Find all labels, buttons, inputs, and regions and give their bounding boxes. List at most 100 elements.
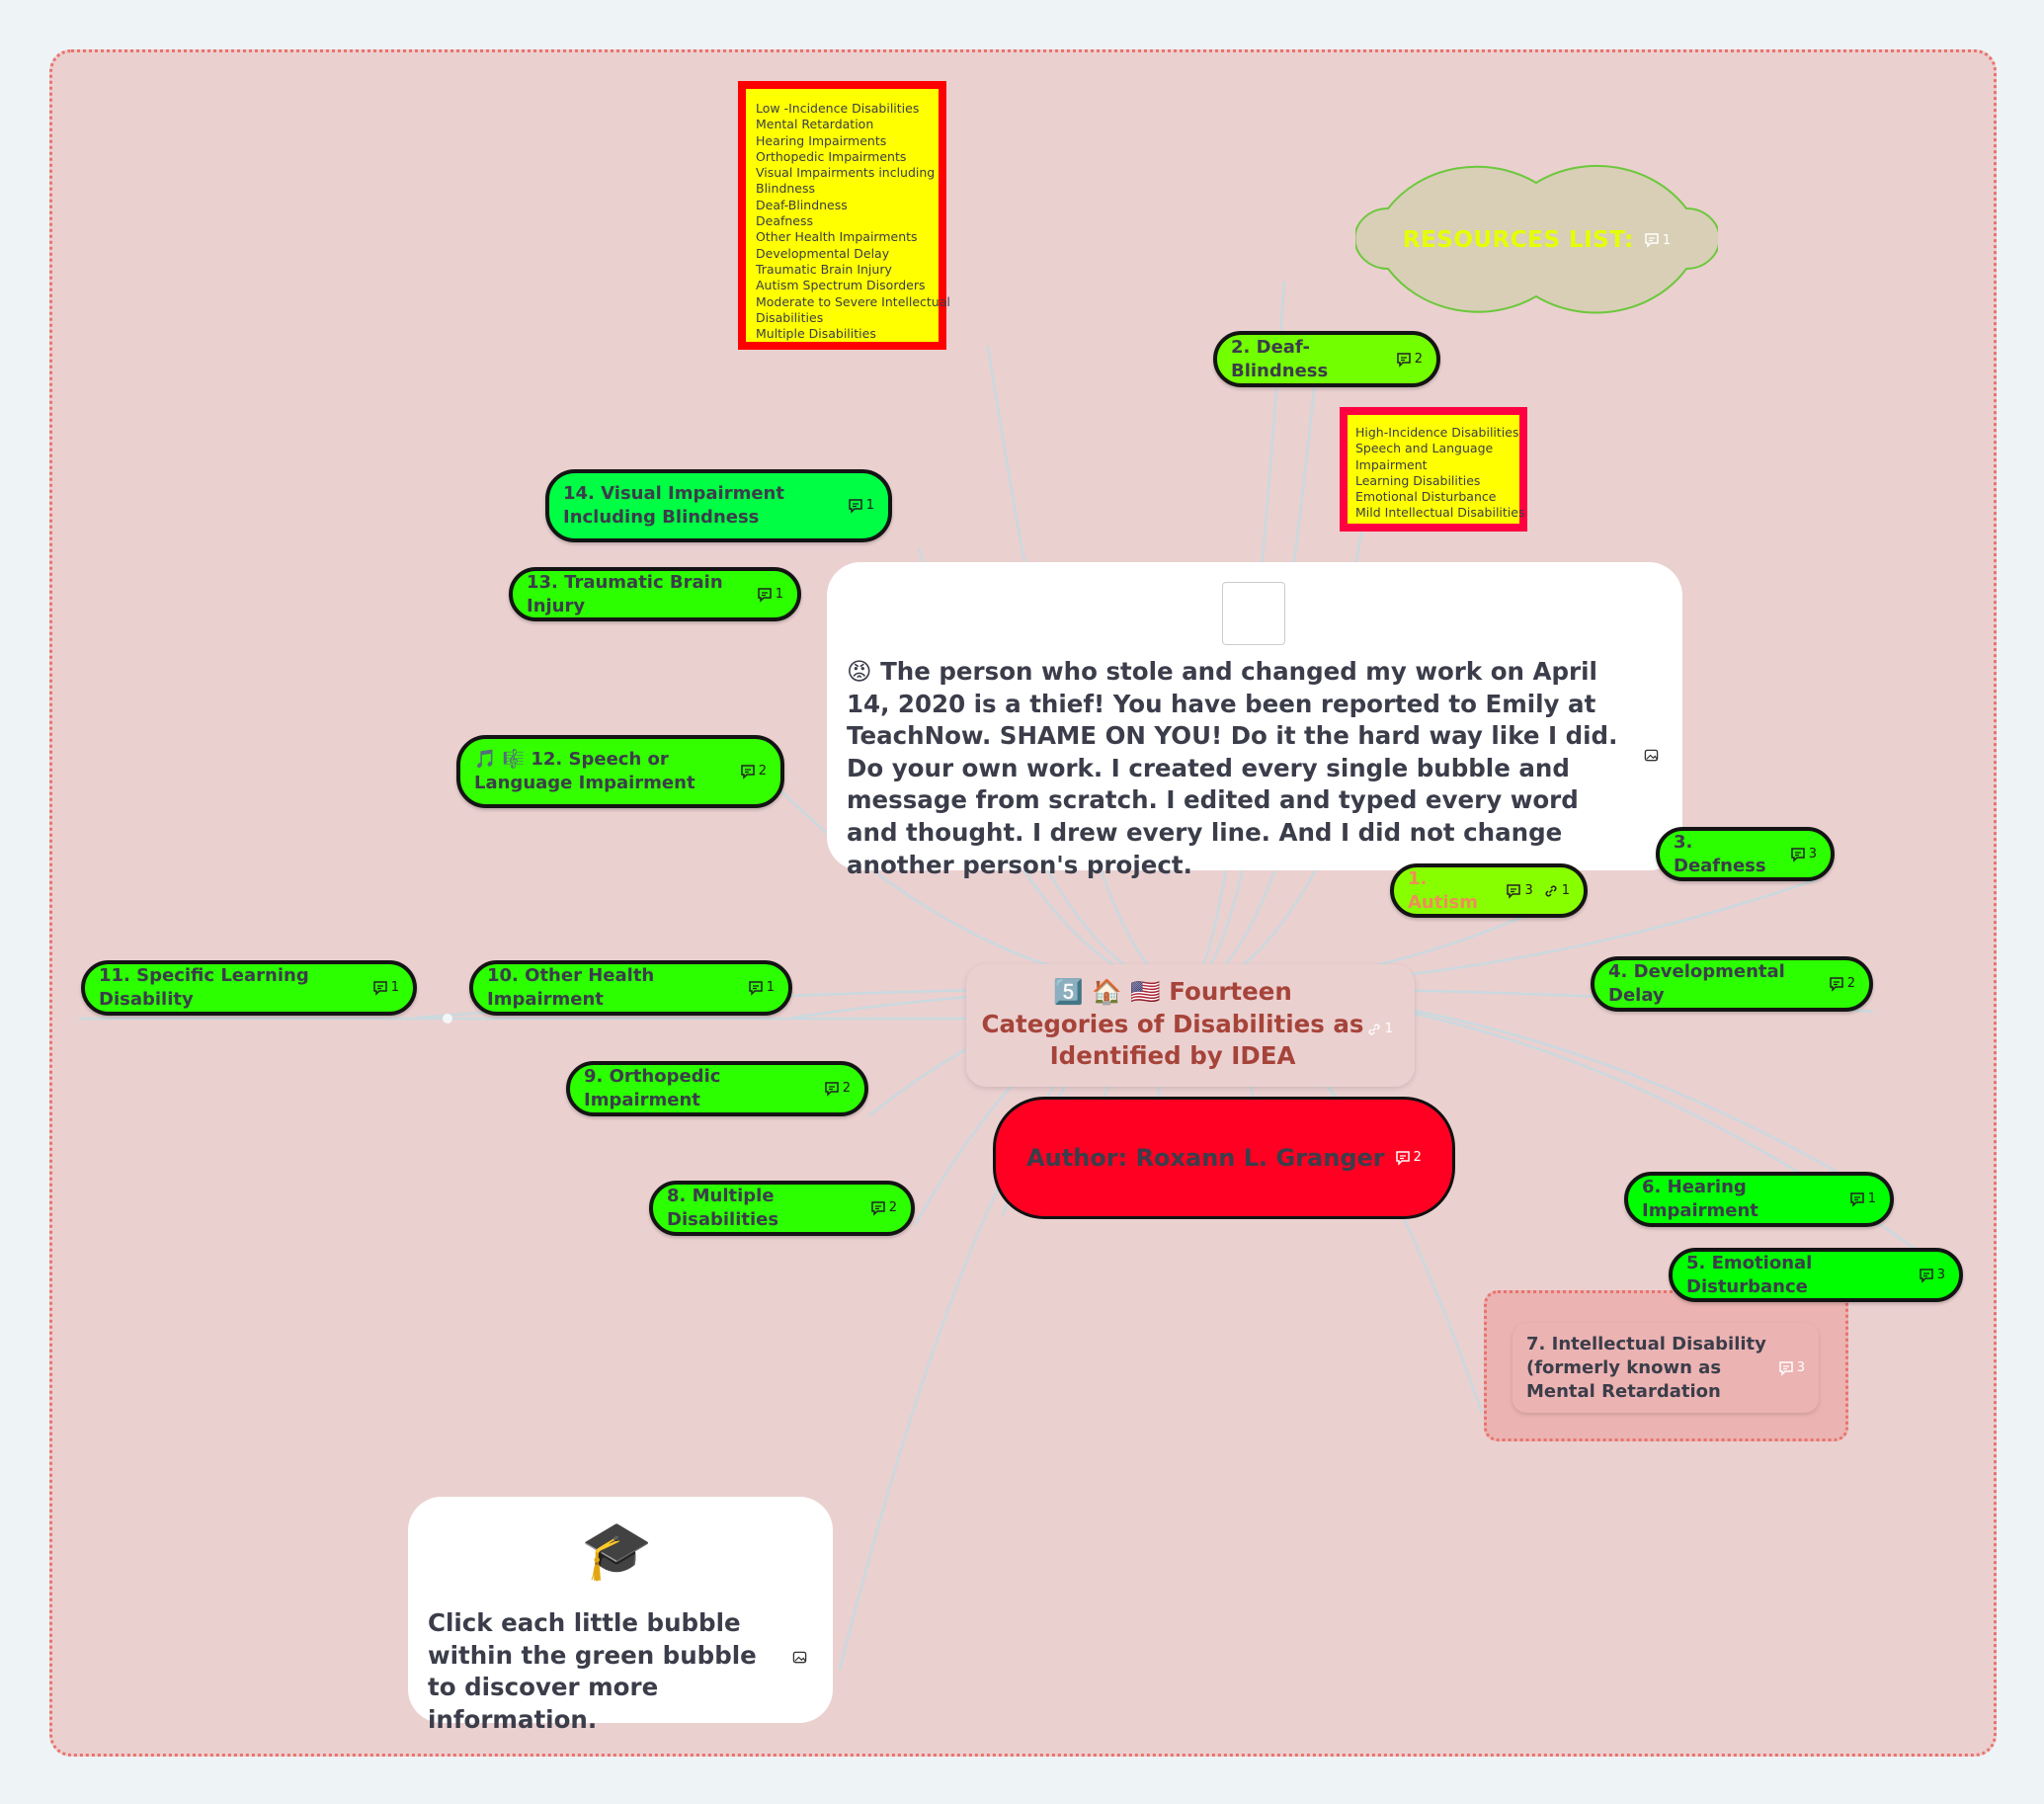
hint-card[interactable]: 🎓 Click each little bubble within the gr…	[408, 1497, 833, 1734]
comment-icon	[748, 981, 763, 996]
comment-icon	[1507, 883, 1521, 899]
comment-count[interactable]: 3	[1778, 1356, 1805, 1380]
link-icon	[1545, 884, 1557, 897]
link-count[interactable]: 1	[1366, 1014, 1393, 1046]
category-node-deaf-blindness[interactable]: 2. Deaf-Blindness 2	[1213, 331, 1440, 387]
comment-count[interactable]: 1	[757, 583, 783, 607]
comment-count[interactable]: 2	[870, 1196, 897, 1220]
image-icon[interactable]	[792, 1650, 807, 1665]
category-node-hearing-impairment[interactable]: 6. Hearing Impairment 1	[1624, 1172, 1894, 1227]
category-node-orthopedic-impairment[interactable]: 9. Orthopedic Impairment 2	[566, 1061, 868, 1116]
comment-icon	[824, 1082, 839, 1097]
list-line: Other Health Impairments	[756, 229, 918, 245]
list-line: Speech and Language	[1355, 441, 1494, 456]
category-label: 4. Developmental Delay	[1608, 961, 1785, 1006]
comment-count[interactable]: 2	[740, 760, 767, 783]
comment-icon	[848, 499, 862, 514]
link-count[interactable]: 1	[1543, 879, 1570, 903]
comment-icon	[870, 1201, 885, 1216]
comment-count[interactable]: 3	[1506, 879, 1533, 903]
list-line: Blindness	[756, 181, 816, 197]
list-line: Deafness	[756, 213, 814, 229]
author-node[interactable]: Author: Roxann L. Granger 2	[993, 1097, 1455, 1219]
comment-icon	[1396, 352, 1411, 368]
category-label: 8. Multiple Disabilities	[667, 1186, 779, 1230]
comment-icon	[1645, 233, 1659, 248]
list-line: Visual Impairments including	[756, 165, 936, 181]
list-line: Orthopedic Impairments	[756, 148, 907, 164]
collapse-handle[interactable]	[443, 1014, 452, 1024]
comment-count[interactable]: 1	[848, 494, 874, 518]
list-line: Deaf-Blindness	[756, 197, 848, 212]
list-line: Traumatic Brain Injury	[756, 261, 892, 277]
graduation-cap-icon: 🎓	[581, 1517, 653, 1584]
comment-count[interactable]: 2	[1395, 1146, 1422, 1170]
comment-icon	[372, 981, 387, 996]
category-label: 11. Specific Learning Disability	[99, 965, 309, 1010]
central-title: Fourteen Categories of Disabilities as I…	[981, 977, 1364, 1070]
resources-cloud-node[interactable]: RESOURCES LIST: 1	[1355, 146, 1718, 347]
category-node-emotional-disturbance[interactable]: 5. Emotional Disturbance 3	[1669, 1248, 1963, 1302]
cloud-shape	[1355, 164, 1718, 314]
mindmap-canvas	[49, 49, 1997, 1757]
comment-count[interactable]: 2	[1829, 972, 1855, 996]
comment-count[interactable]: 1	[372, 976, 399, 1000]
list-line: Learning Disabilities	[1355, 472, 1481, 488]
category-label: 🎵 🎼 12. Speech or Language Impairment	[474, 749, 695, 793]
comment-icon	[1790, 847, 1805, 862]
category-node-speech-language[interactable]: 🎵 🎼 12. Speech or Language Impairment 2	[456, 735, 784, 808]
hint-text: Click each little bubble within the gree…	[428, 1608, 757, 1734]
category-label: 2. Deaf-Blindness	[1231, 336, 1329, 381]
category-label: 14. Visual Impairment Including Blindnes…	[563, 483, 784, 528]
image-icon[interactable]	[1644, 748, 1659, 763]
resources-label: RESOURCES LIST:	[1402, 227, 1634, 253]
broken-image	[1222, 582, 1285, 645]
comment-icon	[1395, 1151, 1410, 1166]
list-line: Developmental Delay	[756, 245, 890, 261]
notice-card[interactable]: 😡 The person who stole and changed my wo…	[827, 562, 1682, 879]
comment-count[interactable]: 3	[1919, 1264, 1945, 1287]
author-label: Author: Roxann L. Granger	[1026, 1144, 1385, 1172]
list-line: Emotional Disturbance	[1355, 489, 1497, 505]
category-node-intellectual-disability[interactable]: 7. Intellectual Disability (formerly kno…	[1513, 1323, 1819, 1413]
list-line: Mild Intellectual Disabilities	[1355, 505, 1525, 521]
comment-count[interactable]: 1	[1849, 1188, 1876, 1211]
connector-line	[838, 986, 1186, 1671]
list-line: Hearing Impairments	[756, 132, 887, 148]
comment-icon	[1829, 977, 1843, 992]
category-label: 1. Autism	[1408, 867, 1478, 913]
category-node-multiple-disabilities[interactable]: 8. Multiple Disabilities 2	[649, 1181, 915, 1236]
category-label: 7. Intellectual Disability (formerly kno…	[1526, 1333, 1766, 1402]
category-label: 6. Hearing Impairment	[1642, 1177, 1758, 1221]
comment-icon	[757, 587, 772, 603]
list-line: Impairment	[1355, 456, 1428, 472]
category-node-visual-impairment[interactable]: 14. Visual Impairment Including Blindnes…	[545, 469, 892, 542]
category-node-specific-learning-disability[interactable]: 11. Specific Learning Disability 1	[81, 960, 417, 1016]
comment-icon	[740, 765, 755, 779]
category-label: 5. Emotional Disturbance	[1686, 1252, 1813, 1297]
comment-count[interactable]: 2	[824, 1077, 851, 1101]
central-emoji: 5️⃣ 🏠 🇺🇸	[1053, 977, 1161, 1006]
angry-emoji: 😡	[847, 657, 872, 686]
category-node-developmental-delay[interactable]: 4. Developmental Delay 2	[1591, 956, 1873, 1012]
link-icon	[1368, 1024, 1380, 1035]
category-label: 9. Orthopedic Impairment	[584, 1066, 721, 1110]
comment-count[interactable]: 2	[1396, 348, 1423, 371]
central-topic[interactable]: 5️⃣ 🏠 🇺🇸 Fourteen Categories of Disabili…	[966, 964, 1415, 1087]
comment-count[interactable]: 1	[748, 976, 775, 1000]
comment-icon	[1778, 1360, 1793, 1376]
comment-icon	[1849, 1192, 1864, 1207]
list-line: Multiple Disabilities	[756, 326, 876, 342]
comment-count[interactable]: 1	[1644, 232, 1671, 248]
list-line: Disabilities	[756, 309, 824, 325]
comment-count[interactable]: 3	[1790, 843, 1817, 866]
comment-icon	[1919, 1268, 1933, 1283]
list-line: Autism Spectrum Disorders	[756, 278, 926, 293]
